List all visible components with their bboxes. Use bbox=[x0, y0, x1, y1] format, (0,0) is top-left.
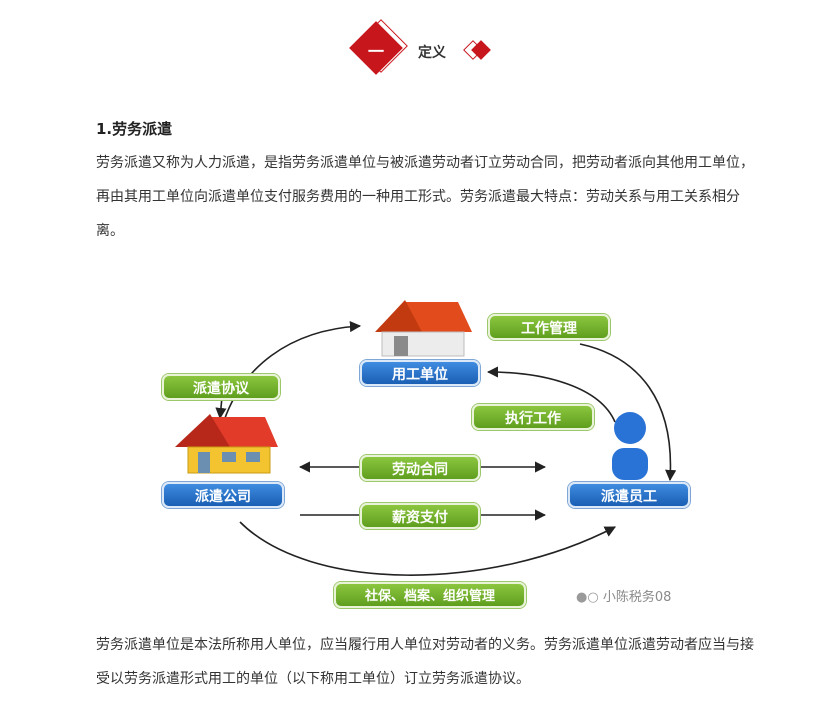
employer-label: 用工单位 bbox=[360, 360, 480, 386]
watermark-text: 小陈税务08 bbox=[602, 590, 672, 605]
dispatch-agreement-label: 派遣协议 bbox=[162, 374, 280, 400]
definition-paragraph: 劳务派遣又称为人力派遣，是指劳务派遣单位与被派遣劳动者订立劳动合同，把劳动者派向… bbox=[96, 155, 754, 239]
section-header: 一 定义 bbox=[0, 19, 822, 82]
employee-person-icon bbox=[612, 412, 648, 480]
salary-payment-label: 薪资支付 bbox=[360, 503, 480, 529]
arrow-employer-to-employee bbox=[579, 343, 677, 482]
section-number: 一 bbox=[367, 42, 384, 61]
employee-label: 派遣员工 bbox=[568, 482, 690, 508]
arrow-agency-to-employer bbox=[221, 320, 362, 428]
perform-work-label: 执行工作 bbox=[472, 404, 594, 430]
wechat-icon: ●○ bbox=[576, 590, 599, 605]
agency-label: 派遣公司 bbox=[162, 482, 284, 508]
arrow-to-agency bbox=[215, 396, 227, 420]
watermark: ●○ 小陈税务08 bbox=[576, 586, 671, 605]
labor-dispatch-diagram: 用工单位 派遣公司 派遣员工 派遣协议 工作管理 执行工作 劳动合同 薪资支付 … bbox=[160, 292, 690, 614]
employer-house-icon bbox=[375, 300, 472, 357]
work-management-label: 工作管理 bbox=[488, 314, 610, 340]
section-heading: 1.劳务派遣 bbox=[96, 120, 173, 138]
arrow-social-security bbox=[239, 521, 616, 576]
social-security-label: 社保、档案、组织管理 bbox=[334, 582, 526, 608]
header-title: 定义 bbox=[418, 45, 446, 61]
arrow-employee-to-employer bbox=[486, 366, 616, 423]
labor-contract-label: 劳动合同 bbox=[360, 455, 480, 481]
diagram-arrows bbox=[175, 300, 677, 576]
obligation-paragraph: 劳务派遣单位是本法所称用人单位，应当履行用人单位对劳动者的义务。劳务派遣单位派遣… bbox=[96, 637, 754, 687]
agency-house-icon bbox=[175, 414, 278, 474]
